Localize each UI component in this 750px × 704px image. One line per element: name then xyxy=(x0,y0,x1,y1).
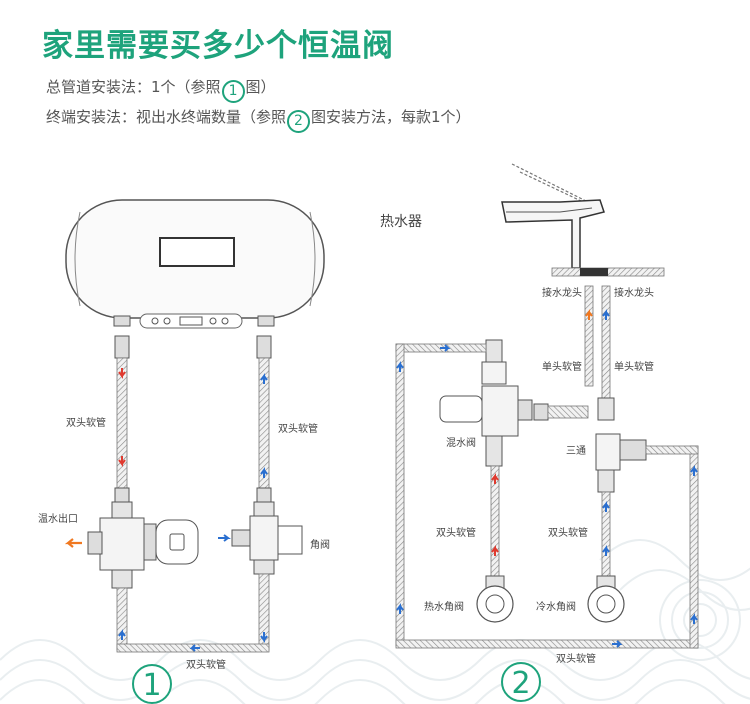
label-tee: 三通 xyxy=(566,445,586,457)
hot-arrow-1a xyxy=(118,368,126,379)
faucet-hose-connector xyxy=(533,403,589,421)
cold-arrow-2a xyxy=(602,309,610,320)
label-double-hose-right-2: 双头软管 xyxy=(548,526,588,539)
diagram-2-number: 2 xyxy=(511,666,530,701)
label-faucet-left: 接水龙头 xyxy=(542,286,582,299)
label-double-hose-bottom-1: 双头软管 xyxy=(186,658,226,671)
faucet xyxy=(501,163,665,277)
cold-arrow-1d xyxy=(118,629,126,640)
cold-arrow-2f xyxy=(396,361,404,372)
label-mixing-valve: 混水阀 xyxy=(446,436,476,449)
hot-arrow-1b xyxy=(118,456,126,467)
hot-angle-valve xyxy=(476,575,514,623)
water-heater-tank xyxy=(65,199,325,329)
instruction-2-circle-number: 2 xyxy=(287,110,311,133)
label-single-hose-left: 单头软管 xyxy=(542,360,582,373)
label-single-hose-right: 单头软管 xyxy=(614,360,654,373)
cold-arrow-2h xyxy=(690,465,698,476)
label-double-hose-left-2: 双头软管 xyxy=(436,526,476,539)
page-title: 家里需要买多少个恒温阀 xyxy=(42,28,394,64)
cold-arrow-2c xyxy=(602,545,610,556)
hot-arrow-2b xyxy=(491,545,499,556)
cold-arrow-2g xyxy=(396,603,404,614)
cold-arrow-2i xyxy=(690,613,698,624)
label-double-hose-left-1: 双头软管 xyxy=(66,416,106,429)
instruction-2-prefix: 终端安装法：视出水终端数量（参照 xyxy=(46,108,287,126)
diagram-1-number-circle xyxy=(132,664,172,704)
cold-arrow-2j xyxy=(612,640,623,648)
single-hoses xyxy=(584,285,611,399)
diagram-2-number-circle xyxy=(501,662,541,702)
label-cold-angle-valve: 冷水角阀 xyxy=(536,600,576,613)
cold-angle-valve xyxy=(587,575,625,623)
label-warm-outlet: 温水出口 xyxy=(38,512,78,525)
label-hot-angle-valve: 热水角阀 xyxy=(424,600,464,613)
double-hose-left-1 xyxy=(114,335,130,503)
instruction-1-suffix: 图） xyxy=(245,78,276,96)
warm-arrow-2a xyxy=(585,309,593,320)
cold-arrow-1c xyxy=(218,534,231,542)
instruction-1-prefix: 总管道安装法：1个（参照 xyxy=(46,78,221,96)
thermostatic-valve-1 xyxy=(87,501,199,589)
cold-arrow-1a xyxy=(260,373,268,384)
label-angle-valve-1: 角阀 xyxy=(310,538,330,551)
label-faucet-right: 接水龙头 xyxy=(614,286,654,299)
cold-arrow-1f xyxy=(189,644,200,652)
angle-valve-1 xyxy=(231,501,303,575)
label-double-hose-right-1: 双头软管 xyxy=(278,422,318,435)
warm-outlet-arrow xyxy=(64,538,82,548)
double-hose-right-1 xyxy=(256,335,272,503)
cold-arrow-2e xyxy=(440,344,451,352)
label-water-heater: 热水器 xyxy=(380,214,422,230)
label-double-hose-bottom-2: 双头软管 xyxy=(556,652,596,665)
hot-arrow-2a xyxy=(491,473,499,484)
instruction-1-circle-number: 1 xyxy=(221,80,245,103)
diagram-1-number: 1 xyxy=(142,668,161,703)
cold-arrow-2b xyxy=(602,501,610,512)
cold-arrow-1b xyxy=(260,467,268,478)
thermostatic-valve-2 xyxy=(439,339,533,467)
instruction-2-suffix: 图安装方法，每款1个） xyxy=(311,108,471,126)
tee-connector xyxy=(595,397,647,493)
cold-arrow-1e xyxy=(260,632,268,643)
